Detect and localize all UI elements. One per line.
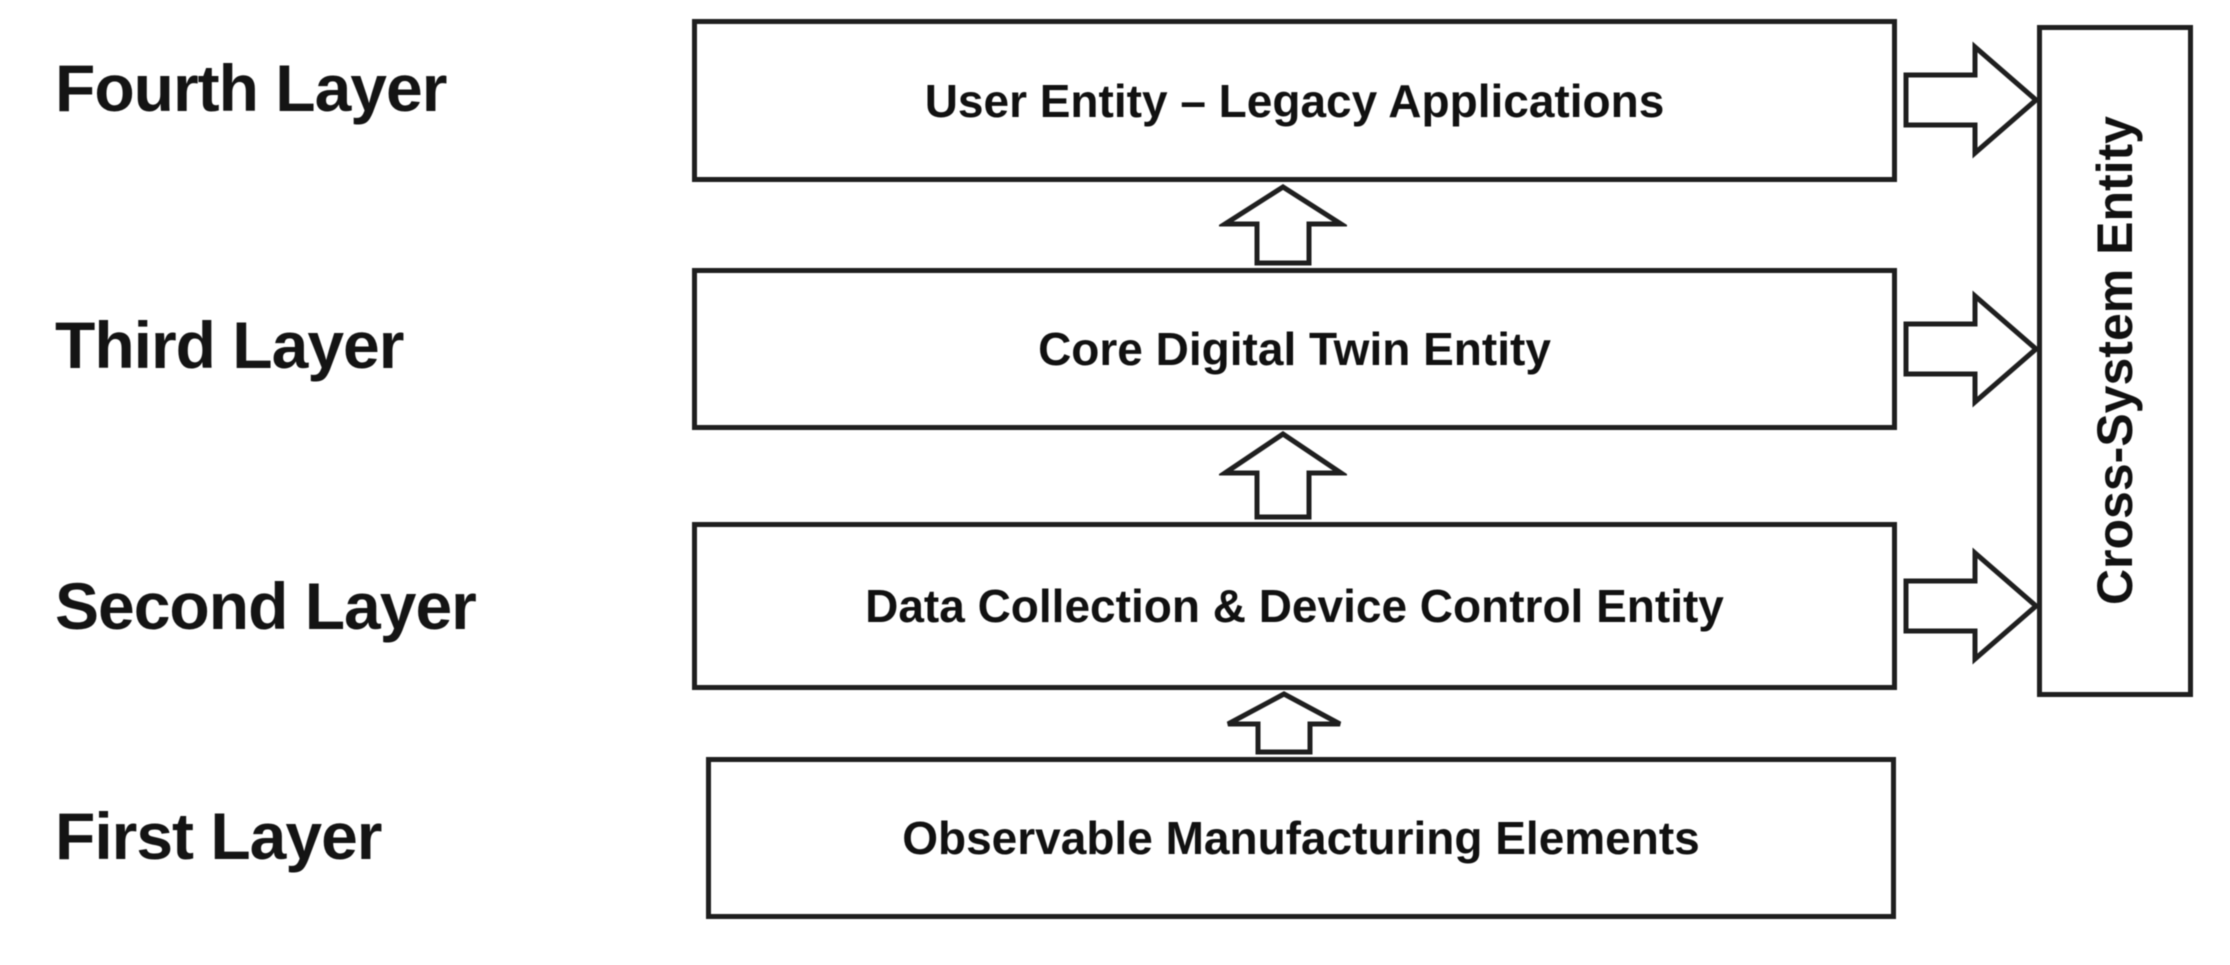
box-user-entity-legacy-applications: User Entity – Legacy Applications — [692, 19, 1897, 182]
layer-label-first: First Layer — [55, 799, 382, 873]
box-label: User Entity – Legacy Applications — [924, 74, 1665, 127]
box-core-digital-twin-entity: Core Digital Twin Entity — [692, 268, 1897, 430]
box-label: Data Collection & Device Control Entity — [865, 580, 1724, 632]
box-data-collection-device-control-entity: Data Collection & Device Control Entity — [692, 522, 1897, 690]
cross-system-entity-label: Cross-System Entity — [2087, 116, 2143, 606]
box-observable-manufacturing-elements: Observable Manufacturing Elements — [706, 757, 1896, 919]
up-arrow-icon — [1219, 431, 1347, 520]
box-cross-system-entity: Cross-System Entity — [2037, 25, 2193, 697]
right-arrow-icon — [1903, 547, 2039, 665]
layer-label-second: Second Layer — [55, 569, 477, 643]
up-arrow-icon — [1219, 184, 1347, 266]
box-label: Core Digital Twin Entity — [1038, 323, 1551, 375]
right-arrow-icon — [1903, 290, 2039, 408]
up-arrow-icon — [1226, 691, 1342, 755]
box-label: Observable Manufacturing Elements — [902, 812, 1700, 864]
layer-label-third: Third Layer — [55, 308, 404, 382]
layer-label-fourth: Fourth Layer — [55, 51, 447, 125]
right-arrow-icon — [1903, 41, 2039, 159]
